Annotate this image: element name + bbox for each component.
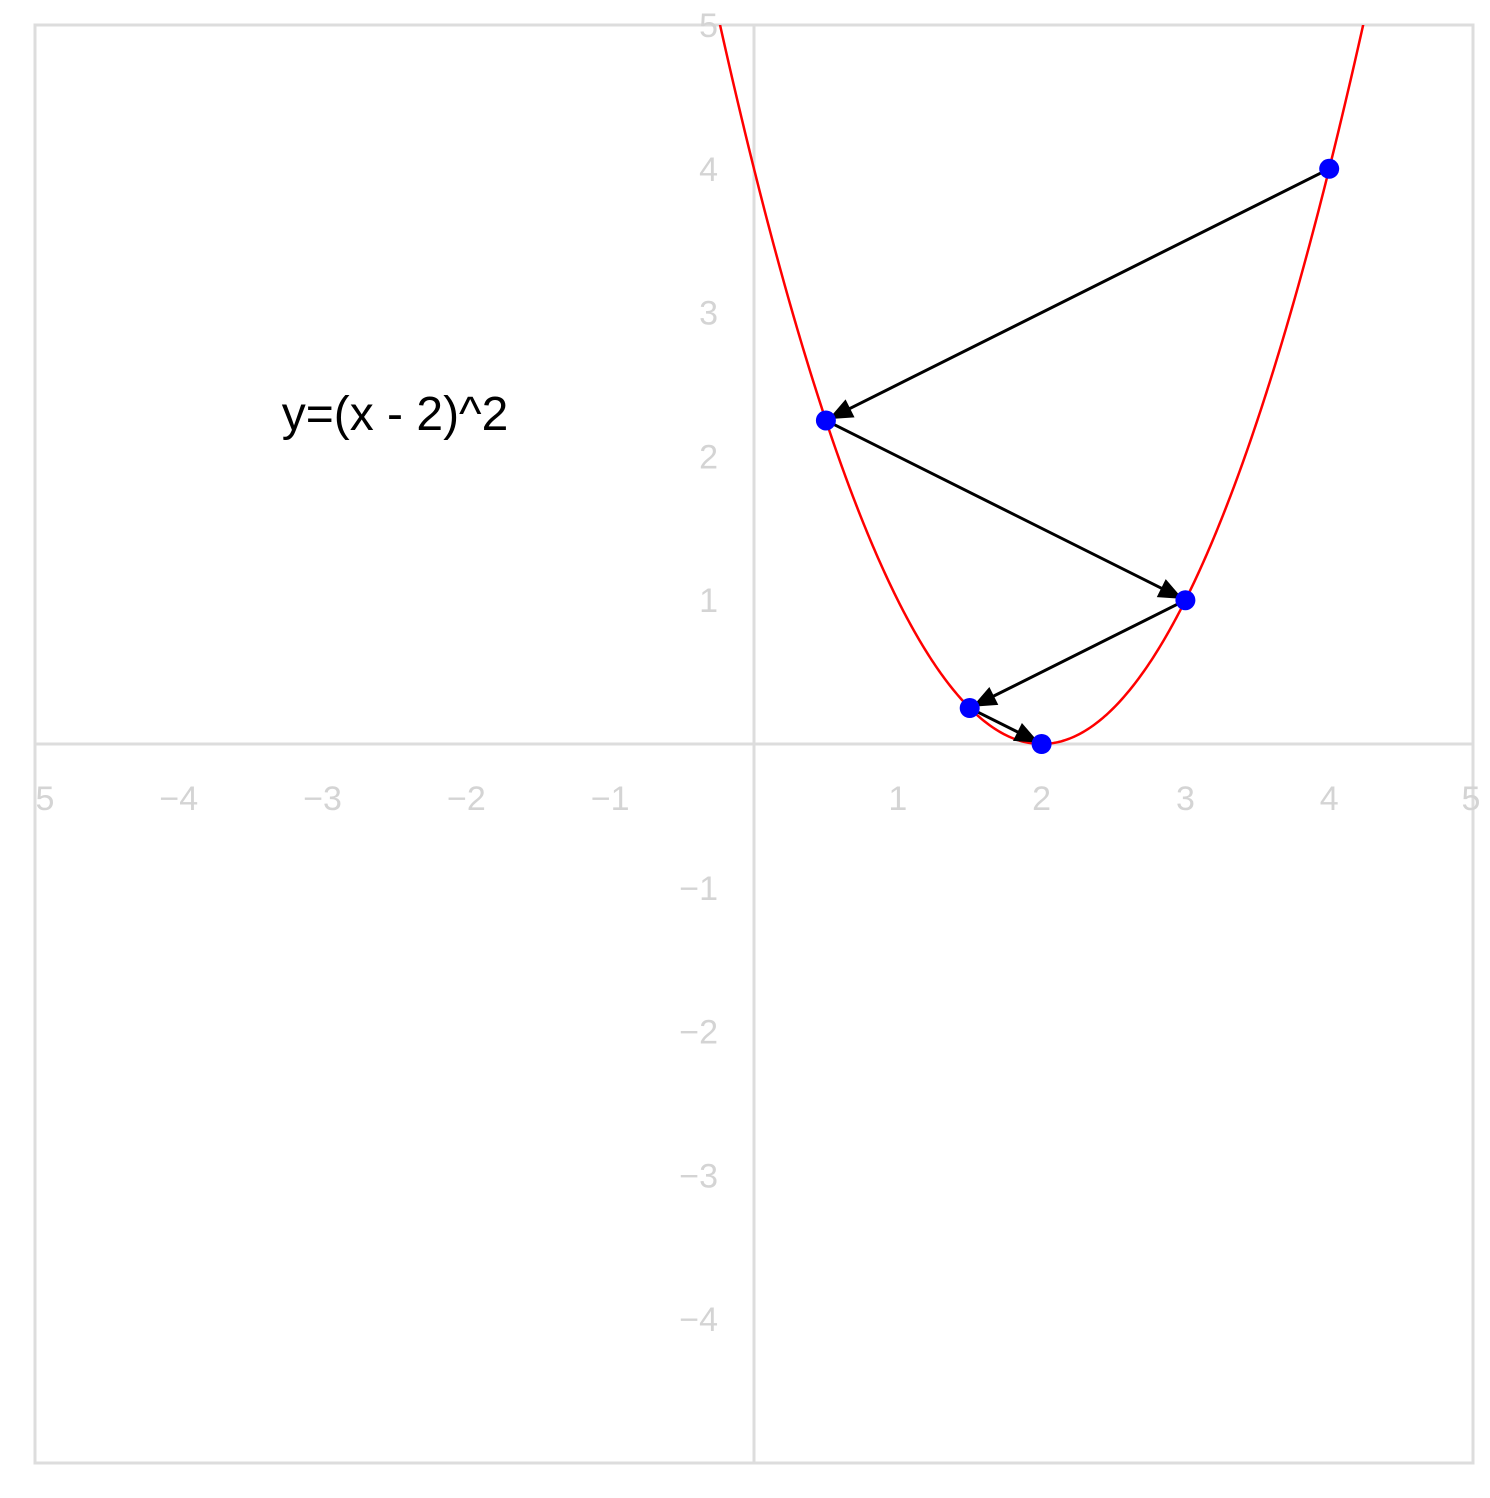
x-tick-label: 4 [1320, 780, 1339, 818]
step-arrow-head [972, 687, 999, 707]
x-tick-label: 2 [1032, 780, 1051, 818]
iteration-point [815, 410, 836, 431]
step-arrow-head [828, 399, 855, 420]
x-tick-label: 5 [36, 780, 55, 818]
y-tick-label: −1 [679, 870, 718, 908]
y-tick-label: 1 [699, 582, 718, 620]
y-tick-label: −2 [679, 1014, 718, 1052]
y-tick-label: 4 [699, 151, 718, 189]
y-tick-label: 2 [699, 438, 718, 476]
x-tick-label: −4 [159, 780, 198, 818]
y-tick-label: −4 [679, 1301, 718, 1339]
y-tick-label: −3 [679, 1157, 718, 1195]
step-arrow-line [989, 598, 1187, 700]
step-arrow-head [1156, 579, 1183, 599]
y-tick-label: 3 [699, 295, 718, 333]
step-arrow-line [825, 419, 1166, 592]
iteration-point [959, 698, 980, 719]
x-tick-label: 3 [1176, 780, 1195, 818]
x-tick-label: 1 [888, 780, 907, 818]
parabola-curve [718, 25, 1365, 746]
x-tick-label: 5 [1462, 780, 1481, 818]
x-tick-label: −1 [591, 780, 630, 818]
step-arrow-head [1012, 722, 1039, 743]
y-tick-label: 5 [699, 7, 718, 45]
step-arrow-line [845, 167, 1330, 412]
iteration-point [1319, 158, 1340, 179]
iteration-point [1175, 590, 1196, 611]
x-tick-label: −2 [447, 780, 486, 818]
equation-annotation: y=(x - 2)^2 [282, 388, 509, 441]
iteration-point [1031, 734, 1052, 754]
x-tick-label: −3 [303, 780, 342, 818]
